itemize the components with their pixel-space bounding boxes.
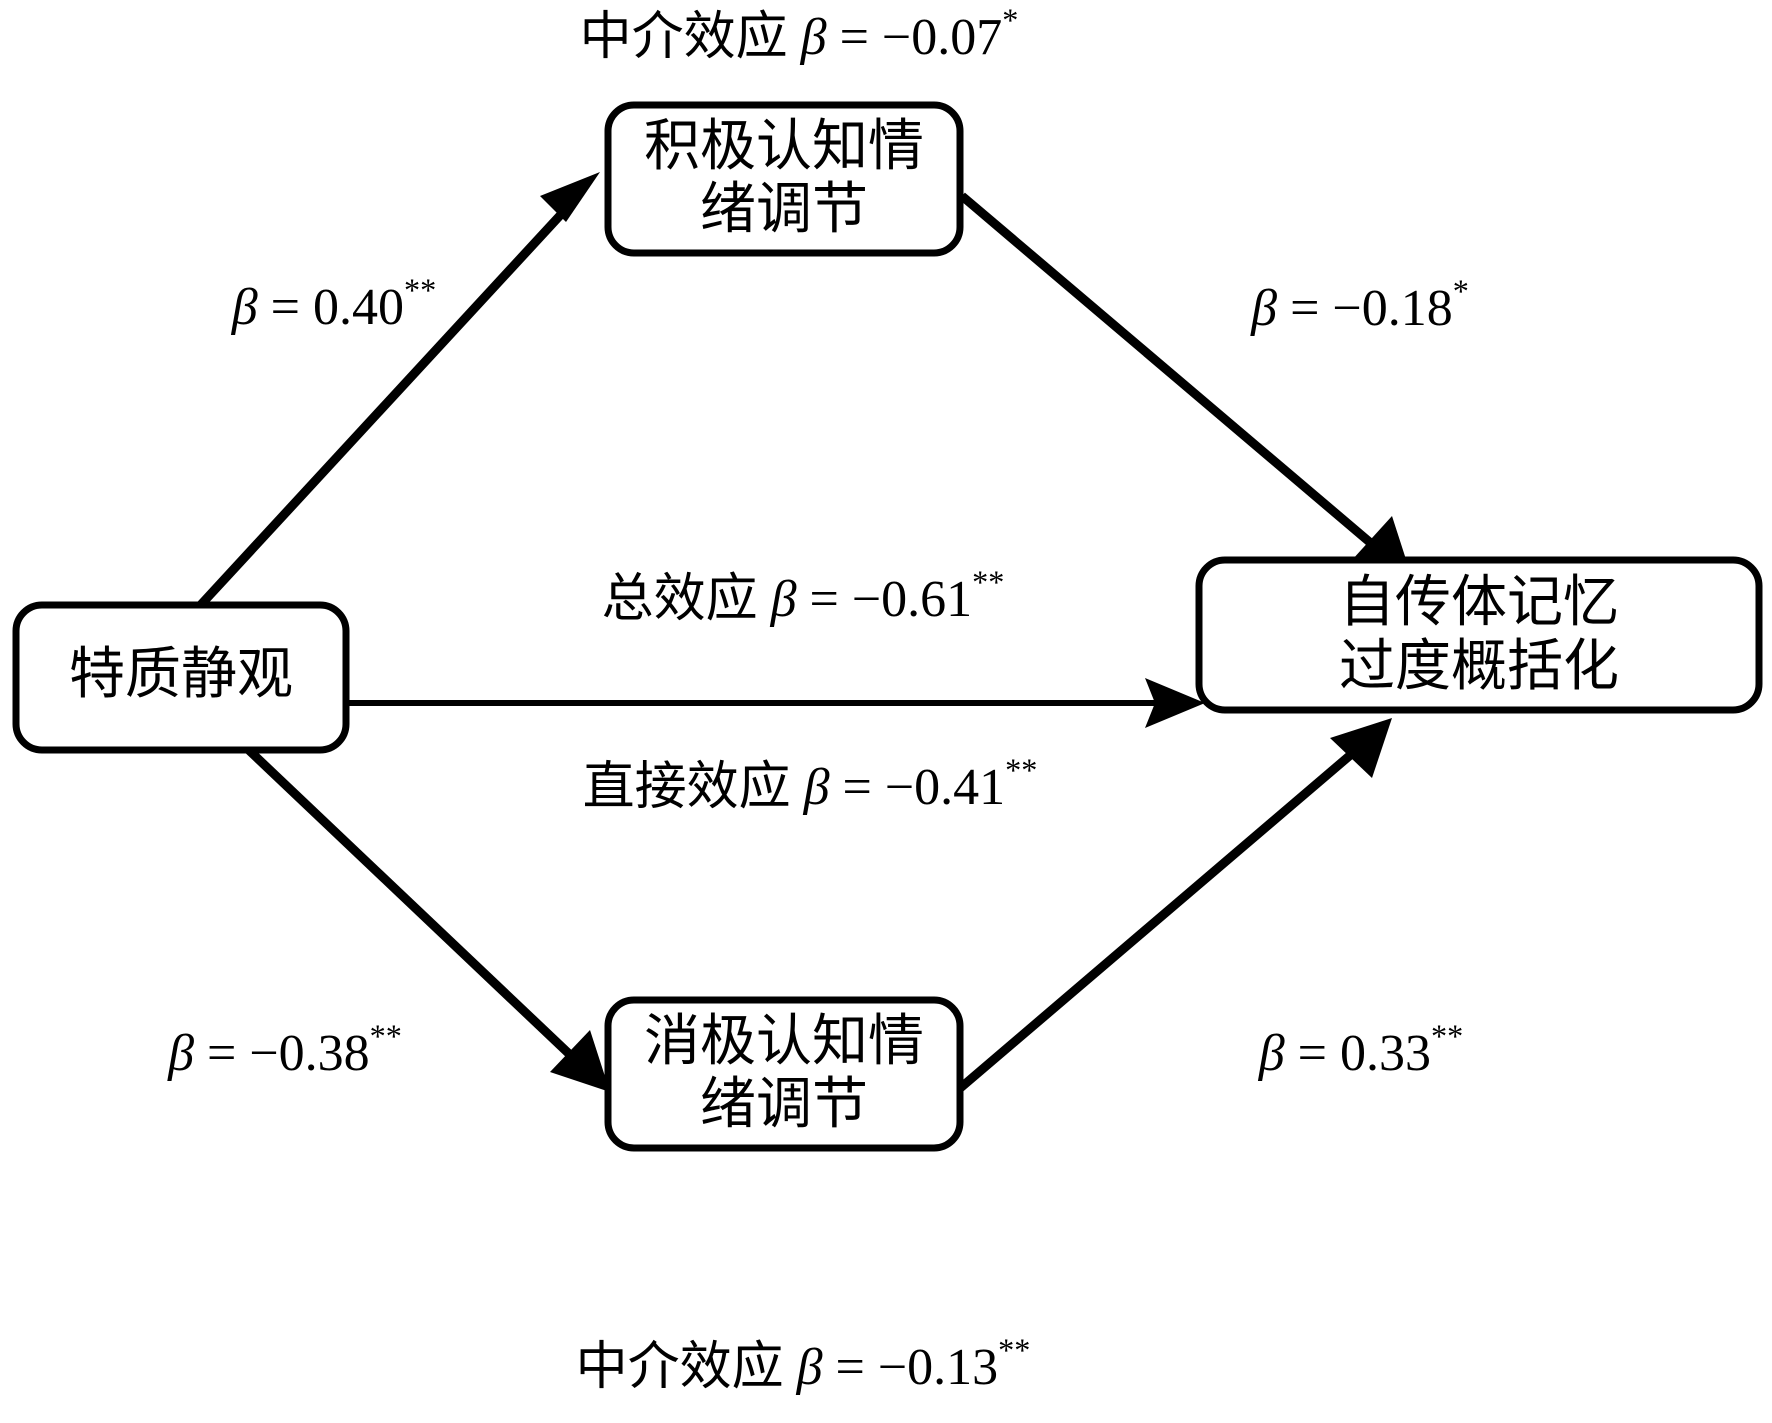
label-b2-stars: ** [1431,1018,1463,1054]
label-a1-value: 0.40 [313,279,404,336]
node-outcome-line-2: 过度概括化 [1339,636,1619,698]
label-a1-symbol: β [231,279,258,336]
label-b1-stars: * [1453,273,1469,309]
label-a2-equals: = [194,1025,249,1082]
edge-b2-line [955,736,1371,1094]
label-direct-stars: ** [1005,752,1037,788]
label-a2-stars: ** [370,1018,402,1054]
label-indirect-negative-symbol: β [796,1339,823,1396]
label-a2-value: −0.38 [249,1025,369,1082]
label-indirect-positive-value: −0.07 [882,9,1002,66]
label-indirect-negative-value: −0.13 [878,1339,998,1396]
label-total-effect: 总效应 β = −0.61** [485,564,1096,628]
label-indirect-effect-positive-text: 中介效应 β = −0.07* [463,2,1110,66]
edge-a2 [192,696,610,1092]
label-direct-value: −0.41 [885,759,1005,816]
label-total-prefix: 总效应 [602,571,771,628]
label-edge-a2-text: β = −0.38** [51,1018,493,1082]
edge-a1 [192,172,600,614]
node-positive-mediator-line-2: 绪调节 [700,179,868,241]
node-negative-mediator-line-1: 消极认知情 [644,1011,924,1073]
node-negative-mediator-line-2: 绪调节 [700,1074,868,1136]
edge-a1-line [192,192,582,614]
label-indirect-positive-stars: * [1002,2,1018,38]
edge-direct [344,678,1205,728]
edge-b1-line [959,192,1389,560]
label-direct-effect-text: 直接效应 β = −0.41** [466,752,1129,816]
label-edge-b2-text: β = 0.33** [1142,1018,1554,1082]
label-indirect-effect-positive: 中介效应 β = −0.07* [463,2,1110,66]
label-b1-value: −0.18 [1332,280,1452,337]
label-direct-symbol: β [803,759,830,816]
label-indirect-effect-negative: 中介效应 β = −0.13** [459,1332,1122,1396]
edge-direct-arrowhead [1145,678,1205,728]
label-edge-a2: β = −0.38** [51,1018,493,1082]
label-a2-symbol: β [167,1025,194,1082]
label-b2-equals: = [1285,1025,1340,1082]
label-indirect-effect-negative-text: 中介效应 β = −0.13** [459,1332,1122,1396]
label-indirect-positive-equals: = [827,9,882,66]
label-b1-symbol: β [1250,280,1277,337]
node-trait-mindfulness-box[interactable] [12,601,350,754]
node-trait-mindfulness[interactable]: 特质静观 [12,601,350,754]
edge-a2-line [192,696,588,1072]
edge-b2 [955,718,1392,1094]
label-indirect-negative-prefix: 中介效应 [576,1339,797,1396]
label-indirect-negative-stars: ** [998,1332,1030,1368]
edge-a1-arrowhead [540,172,600,222]
node-negative-mediator-box[interactable] [604,996,964,1152]
label-direct-effect: 直接效应 β = −0.41** [466,752,1129,816]
label-b2-symbol: β [1258,1025,1285,1082]
node-outcome-box[interactable] [1195,556,1763,714]
label-a1-equals: = [258,279,313,336]
node-outcome-line-1: 自传体记忆 [1339,572,1619,634]
node-overgeneral-autobiographical-memory[interactable]: 自传体记忆 过度概括化 [1195,556,1763,714]
label-indirect-positive-prefix: 中介效应 [580,9,801,66]
node-positive-mediator-line-1: 积极认知情 [644,116,924,178]
label-indirect-negative-equals: = [823,1339,878,1396]
label-edge-a1-text: β = 0.40** [115,272,527,336]
label-total-effect-text: 总效应 β = −0.61** [485,564,1096,628]
node-negative-cognitive-emotion-regulation[interactable]: 消极认知情 绪调节 [604,996,964,1152]
label-b1-equals: = [1277,280,1332,337]
label-b2-value: 0.33 [1340,1025,1431,1082]
label-indirect-positive-symbol: β [800,9,827,66]
label-direct-prefix: 直接效应 [583,759,804,816]
label-edge-b2: β = 0.33** [1142,1018,1554,1082]
label-edge-b1: β = −0.18* [1134,273,1560,337]
label-total-equals: = [797,571,852,628]
node-positive-cognitive-emotion-regulation[interactable]: 积极认知情 绪调节 [604,101,964,257]
edge-a2-arrowhead [550,1030,610,1092]
label-a1-stars: ** [404,272,436,308]
label-edge-a1: β = 0.40** [115,272,527,336]
edge-b1 [959,192,1412,578]
label-direct-equals: = [830,759,885,816]
node-positive-mediator-box[interactable] [604,101,964,257]
label-total-value: −0.61 [852,571,972,628]
label-total-symbol: β [770,571,797,628]
label-total-stars: ** [972,564,1004,600]
node-trait-mindfulness-line-1: 特质静观 [69,644,293,706]
label-edge-b1-text: β = −0.18* [1134,273,1560,337]
edge-b2-arrowhead [1330,718,1392,778]
